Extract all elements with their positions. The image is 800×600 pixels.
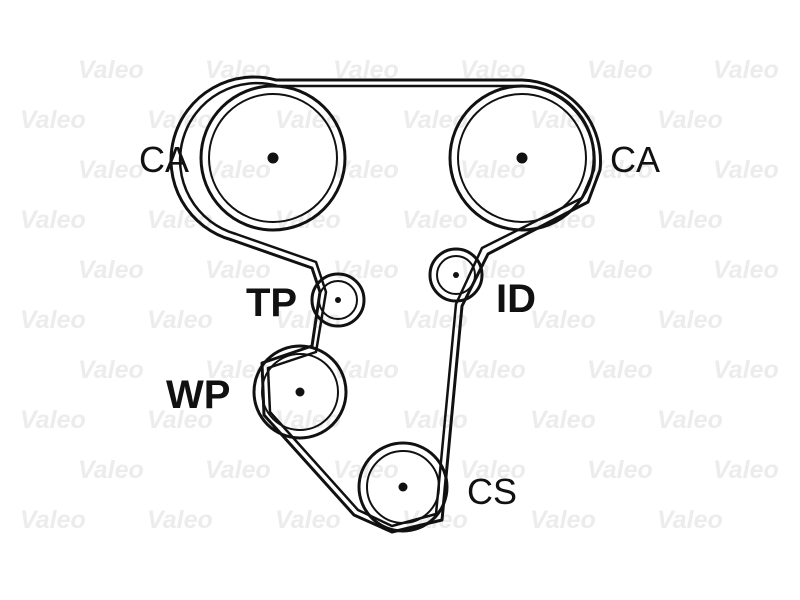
valeo-watermark: Valeo [657, 206, 723, 234]
camshaft-pulley-left [199, 84, 347, 232]
crankshaft-label: CS [467, 471, 517, 512]
valeo-watermark: Valeo [530, 106, 596, 134]
valeo-watermark: Valeo [530, 406, 596, 434]
valeo-watermark: Valeo [460, 456, 526, 484]
water-pump-label: WP [166, 373, 230, 417]
valeo-watermark: Valeo [530, 306, 596, 334]
valeo-watermark: Valeo [205, 156, 271, 184]
valeo-watermark: Valeo [275, 306, 341, 334]
valeo-watermark: Valeo [147, 206, 213, 234]
valeo-watermark: Valeo [713, 156, 779, 184]
valeo-watermark: Valeo [460, 156, 526, 184]
valeo-watermark: Valeo [587, 456, 653, 484]
valeo-watermark: Valeo [20, 506, 86, 534]
valeo-watermark: Valeo [20, 306, 86, 334]
valeo-watermark: Valeo [147, 506, 213, 534]
valeo-watermark: Valeo [78, 356, 144, 384]
valeo-watermark: Valeo [275, 506, 341, 534]
valeo-watermark: Valeo [402, 206, 468, 234]
valeo-watermark: Valeo [147, 406, 213, 434]
valeo-watermark: Valeo [402, 106, 468, 134]
valeo-watermark: Valeo [587, 56, 653, 84]
idler-pulley [428, 247, 484, 303]
camshaft-pulley-right [448, 84, 596, 232]
valeo-watermark: Valeo [402, 306, 468, 334]
valeo-watermark: Valeo [205, 256, 271, 284]
valeo-watermark: Valeo [78, 456, 144, 484]
idler-label: ID [496, 277, 536, 321]
valeo-watermark: Valeo [713, 456, 779, 484]
valeo-watermark: Valeo [587, 356, 653, 384]
valeo-watermark: Valeo [20, 106, 86, 134]
valeo-watermark: Valeo [657, 306, 723, 334]
valeo-watermark: Valeo [78, 56, 144, 84]
timing-belt-outer-edge [169, 75, 602, 534]
tensioner-label: TP [246, 281, 297, 325]
valeo-watermark: Valeo [587, 256, 653, 284]
valeo-watermark: Valeo [657, 506, 723, 534]
valeo-watermark: Valeo [713, 56, 779, 84]
valeo-watermark: Valeo [460, 356, 526, 384]
camshaft-left-label: CA [139, 139, 189, 180]
water-pump-pulley [252, 344, 348, 440]
valeo-watermark: Valeo [147, 306, 213, 334]
valeo-watermark: Valeo [78, 156, 144, 184]
crankshaft-pulley [357, 441, 449, 533]
valeo-watermark: Valeo [402, 406, 468, 434]
valeo-watermark: Valeo [713, 356, 779, 384]
valeo-watermark: Valeo [657, 406, 723, 434]
camshaft-right-label: CA [610, 139, 660, 180]
valeo-watermark: Valeo [205, 456, 271, 484]
valeo-watermark: Valeo [333, 256, 399, 284]
valeo-watermark: Valeo [333, 456, 399, 484]
valeo-watermark: Valeo [530, 506, 596, 534]
valeo-watermark: Valeo [78, 256, 144, 284]
valeo-watermark: Valeo [20, 406, 86, 434]
valeo-watermark: Valeo [713, 256, 779, 284]
valeo-watermark: Valeo [20, 206, 86, 234]
valeo-watermark: Valeo [657, 106, 723, 134]
tensioner-pulley [310, 272, 366, 328]
